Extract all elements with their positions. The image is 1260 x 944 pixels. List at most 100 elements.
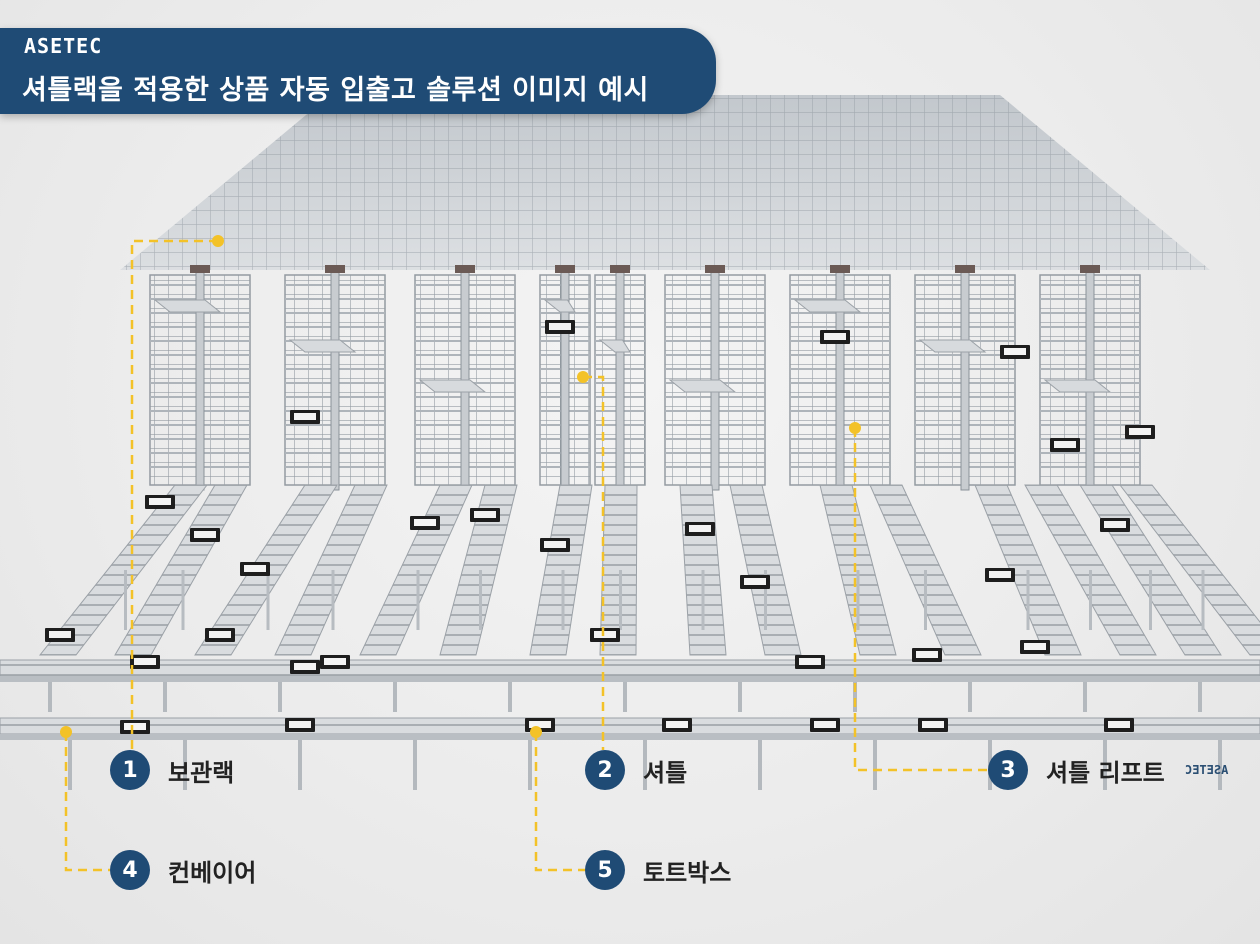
tote-box (662, 718, 692, 732)
conveyor-lane (359, 484, 473, 656)
tote-box (912, 648, 942, 662)
lift-carriage (1043, 379, 1112, 393)
callout-badge: 3 (988, 750, 1028, 790)
tote-items (666, 721, 688, 728)
shuttle-lift-mast (615, 269, 625, 491)
conveyor-lane (38, 484, 209, 656)
leader-dot-5 (530, 726, 542, 738)
tote-items (1024, 643, 1046, 650)
conveyor-lane (599, 484, 638, 656)
lift-motor (1080, 265, 1100, 273)
callout-shuttle: 2 셔틀 (585, 750, 687, 790)
tote-items (324, 658, 346, 665)
tote-box (285, 718, 315, 732)
tote-items (294, 663, 316, 670)
callout-badge: 5 (585, 850, 625, 890)
tote-box (1104, 718, 1134, 732)
tote-items (124, 723, 146, 730)
leader-line-5 (534, 732, 585, 872)
leader-line-2 (583, 375, 605, 750)
lift-carriage (288, 339, 357, 353)
tote-items (414, 519, 436, 526)
tote-box (470, 508, 500, 522)
tote-box (820, 330, 850, 344)
callout-label: 보관랙 (168, 758, 235, 787)
tote-box (240, 562, 270, 576)
tote-box (1050, 438, 1080, 452)
lift-motor (325, 265, 345, 273)
tote-box (45, 628, 75, 642)
tote-items (916, 651, 938, 658)
rack-tower (1039, 265, 1141, 491)
conveyor-lane (1118, 484, 1260, 656)
lift-carriage (668, 379, 737, 393)
tote-items (1129, 428, 1151, 435)
tote-box (1100, 518, 1130, 532)
tote-items (594, 631, 616, 638)
tote-box (740, 575, 770, 589)
lift-carriage (598, 339, 631, 353)
callout-badge: 2 (585, 750, 625, 790)
lift-motor (555, 265, 575, 273)
tote-items (689, 525, 711, 532)
lift-motor (705, 265, 725, 273)
tote-box (290, 660, 320, 674)
callout-label: 토트박스 (643, 858, 732, 887)
lift-motor (830, 265, 850, 273)
tote-box (590, 628, 620, 642)
lift-motor (190, 265, 210, 273)
lift-motor (455, 265, 475, 273)
tote-items (529, 721, 551, 728)
tote-box (290, 410, 320, 424)
conveyor-lanes (38, 484, 1260, 656)
callout-conveyor: 4 컨베이어 (110, 850, 256, 890)
lift-carriage (153, 299, 222, 313)
tote-items (1054, 441, 1076, 448)
tote-items (294, 413, 316, 420)
tote-box (190, 528, 220, 542)
tote-box (685, 522, 715, 536)
rack-tower (789, 265, 891, 491)
callout-label: 셔틀 (643, 758, 688, 787)
conveyor-lane (274, 484, 388, 656)
callout-badge: 4 (110, 850, 150, 890)
rack-tower (664, 265, 766, 491)
leader-dots (60, 235, 861, 738)
callout-label: 컨베이어 (168, 858, 257, 887)
tote-items (289, 721, 311, 728)
tote-boxes (45, 320, 1155, 734)
tote-items (814, 721, 836, 728)
tote-items (824, 333, 846, 340)
tote-box (545, 320, 575, 334)
shuttle-lift-mast (960, 269, 970, 491)
tote-items (922, 721, 944, 728)
tote-items (1004, 348, 1026, 355)
tote-items (149, 498, 171, 505)
leader-dot-4 (60, 726, 72, 738)
tote-box (130, 655, 160, 669)
tote-box (410, 516, 440, 530)
callout-storage-rack: 1 보관랙 (110, 750, 234, 790)
tote-box (120, 720, 150, 734)
tote-items (989, 571, 1011, 578)
tote-items (549, 323, 571, 330)
leader-dot-3 (849, 422, 861, 434)
tote-items (1104, 521, 1126, 528)
leader-lines (64, 239, 988, 872)
brand-logo: ASETEC (24, 34, 103, 58)
conveyor-lane (439, 484, 518, 656)
rack-tower (539, 265, 591, 491)
tote-box (320, 655, 350, 669)
lift-motor (955, 265, 975, 273)
tote-items (799, 658, 821, 665)
storage-racks (149, 265, 1141, 491)
tote-box (918, 718, 948, 732)
callout-tote-box: 5 토트박스 (585, 850, 731, 890)
tote-box (540, 538, 570, 552)
tote-box (205, 628, 235, 642)
title-banner: ASETEC 셔틀랙을 적용한 상품 자동 입출고 솔루션 이미지 예시 (0, 28, 716, 114)
tote-items (209, 631, 231, 638)
lift-motor (610, 265, 630, 273)
tote-box (795, 655, 825, 669)
